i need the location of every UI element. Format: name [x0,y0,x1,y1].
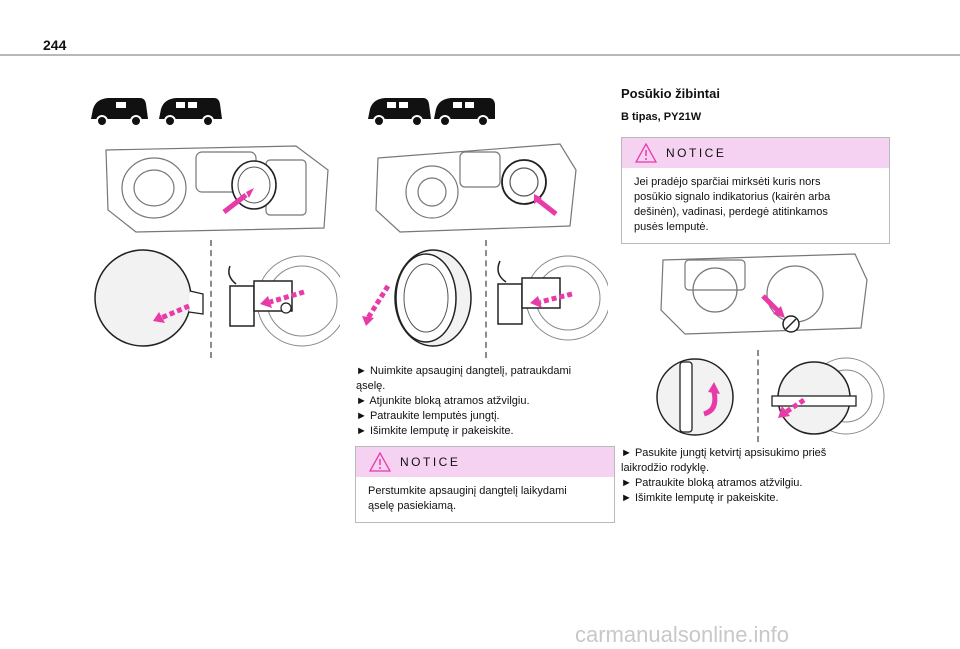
arrow-icon [534,194,558,216]
warning-triangle-icon [369,452,391,472]
arrow-icon [362,284,391,326]
notice-line: ąselę pasiekiamą. [368,500,457,512]
notice-label: NOTICE [666,146,727,160]
headlamp-illustration-right [660,253,868,335]
step-line: ► Pasukite jungtį ketvirtį apsisukimo pr… [621,447,827,459]
car-icon [91,98,148,127]
cover-illustration-middle [362,249,472,347]
page-number: 244 [43,37,67,53]
notice-line: dešinėn), vadinasi, perdegė atitinkamos [634,206,828,218]
section-subtitle: B tipas, PY21W [621,111,702,123]
car-icons-left [91,98,222,127]
warning-triangle-icon [635,143,657,163]
cover-illustration-left [94,249,204,347]
car-icons-middle [368,98,495,127]
watermark: carmanualsonline.info [575,622,790,647]
notice-line: Jei pradėjo sparčiai mirksėti kuris nors [634,176,821,188]
notice-header: NOTICE [622,138,889,168]
header-rule [0,54,960,56]
steps-right: ► Pasukite jungtį ketvirtį apsisukimo pr… [621,446,891,506]
notice-header: NOTICE [356,447,614,477]
notice-line: posūkio signalo indikatorius (kairėn arb… [634,191,831,203]
step-line: ► Patraukite lemputės jungtį. [356,410,500,422]
notice-body: Perstumkite apsauginį dangtelį laikydami… [356,477,614,522]
notice-line: Perstumkite apsauginį dangtelį laikydami [368,485,567,497]
car-icon [368,98,431,127]
step-line: ąselę. [356,380,386,392]
bulb-removal-illustration-right [771,357,885,435]
notice-line: pusės lemputė. [634,221,709,233]
arrow-icon [222,188,254,214]
divider-dashed [485,240,487,358]
steps-middle: ► Nuimkite apsauginį dangtelį, patraukda… [356,364,616,439]
car-icon [434,98,495,127]
arrow-icon [153,303,190,323]
notice-box-middle: NOTICE Perstumkite apsauginį dangtelį la… [355,446,615,523]
step-line: ► Patraukite bloką atramos atžvilgiu. [621,477,803,489]
section-title: Posūkio žibintai [621,86,720,101]
divider-dashed [210,240,212,358]
car-icon [159,98,222,127]
arrow-icon [530,291,573,308]
headlamp-illustration-left [105,145,329,233]
step-line: ► Išimkite lemputę ir pakeiskite. [356,425,514,437]
step-line: laikrodžio rodyklę. [621,462,710,474]
bulb-connector-illustration-middle [497,255,608,341]
headlamp-illustration-middle [375,143,577,233]
arrow-icon [778,397,806,418]
step-line: ► Išimkite lemputę ir pakeiskite. [621,492,779,504]
notice-box-right: NOTICE Jei pradėjo sparčiai mirksėti kur… [621,137,890,244]
step-line: ► Nuimkite apsauginį dangtelį, patraukda… [356,365,572,377]
arrow-icon [703,382,720,417]
bulb-holder-illustration-right [656,358,734,436]
notice-body: Jei pradėjo sparčiai mirksėti kuris nors… [622,168,889,243]
step-line: ► Atjunkite bloką atramos atžvilgiu. [356,395,530,407]
bulb-connector-illustration-left [228,255,340,347]
arrow-icon [761,294,785,318]
notice-label: NOTICE [400,455,461,469]
divider-dashed [757,350,759,442]
